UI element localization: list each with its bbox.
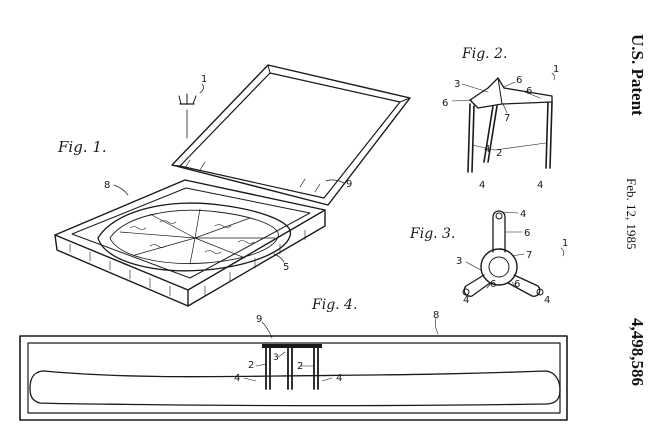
- ref-numeral: 6: [514, 279, 520, 290]
- ref-numeral: 6: [524, 228, 530, 239]
- ref-numeral: 4: [544, 295, 550, 306]
- ref-numeral: 4: [484, 144, 490, 155]
- ref-numeral: 6: [490, 279, 496, 290]
- patent-office-header: U.S. Patent: [628, 34, 647, 116]
- ref-numeral: 4: [520, 209, 526, 220]
- ref-numeral: 5: [283, 262, 289, 273]
- ref-numeral: 2: [496, 148, 502, 159]
- ref-numeral: 6: [442, 98, 448, 109]
- ref-numeral: 9: [346, 179, 352, 190]
- ref-numeral: 2: [297, 361, 303, 372]
- fig1-box-drawing: [54, 64, 411, 307]
- patent-number: 4,498,586: [628, 318, 647, 386]
- ref-numeral: 1: [201, 74, 207, 85]
- fig4-cross-section: [19, 317, 568, 421]
- ref-numeral: 6: [526, 86, 532, 97]
- ref-numeral: 9: [256, 314, 262, 325]
- ref-numeral: 2: [248, 360, 254, 371]
- ref-numeral: 4: [234, 373, 240, 384]
- fig1-label: Fig. 1.: [57, 138, 107, 156]
- ref-numeral: 3: [454, 79, 460, 90]
- ref-numeral: 4: [537, 180, 543, 191]
- ref-numeral: 6: [516, 75, 522, 86]
- ref-numeral: 7: [504, 113, 510, 124]
- fig3-label: Fig. 3.: [409, 226, 455, 242]
- ref-numeral: 3: [273, 353, 279, 363]
- ref-numeral: 3: [456, 256, 462, 267]
- fig2-label: Fig. 2.: [461, 46, 507, 62]
- fig2-stand-drawing: [451, 72, 555, 173]
- ref-numeral: 8: [104, 180, 110, 191]
- fig4-label: Fig. 4.: [311, 297, 357, 313]
- ref-numeral: 4: [463, 295, 469, 306]
- ref-numeral: 1: [553, 64, 559, 75]
- ref-numeral: 8: [433, 310, 439, 321]
- ref-numeral: 4: [479, 180, 485, 191]
- fig3-stand-top-view: [462, 210, 564, 297]
- patent-date: Feb. 12, 1985: [624, 178, 639, 250]
- ref-numeral: 7: [526, 250, 532, 261]
- ref-numeral: 1: [562, 238, 568, 249]
- ref-numeral: 4: [336, 373, 342, 384]
